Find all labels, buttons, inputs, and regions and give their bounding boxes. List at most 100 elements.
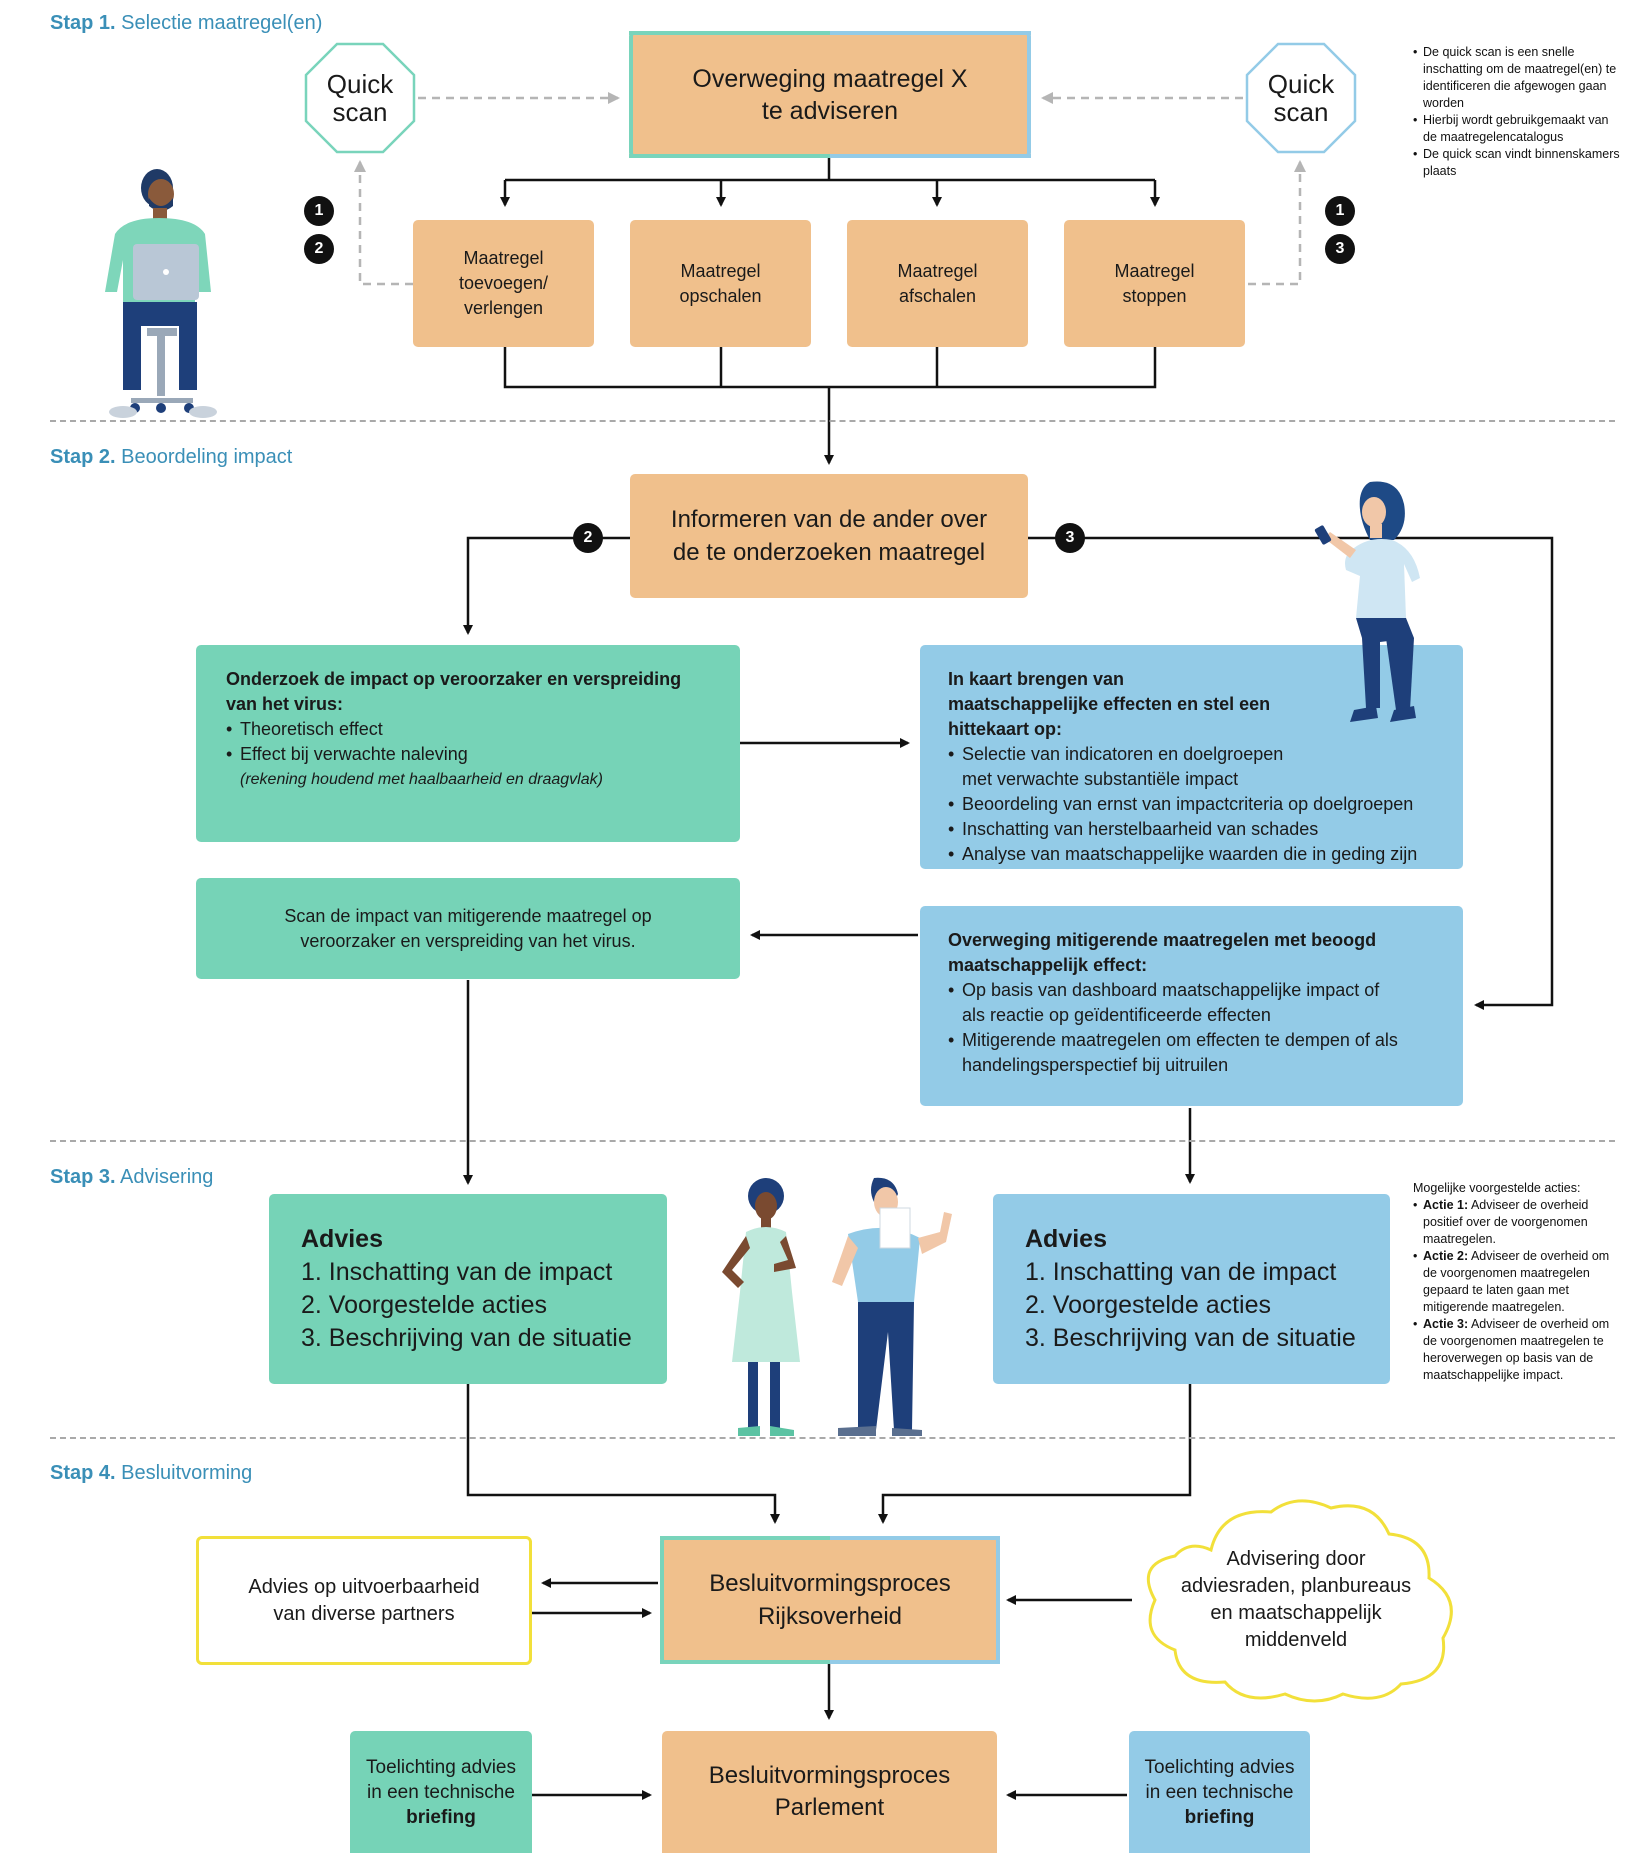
decision-government-box: Besluitvormingsproces Rijksoverheid [660,1536,1000,1664]
option-stop-line-1: Maatregel [1114,260,1195,281]
quick-scan-left-octagon [304,42,416,154]
option-add-extend: Maatregel toevoegen/ verlengen [413,220,594,347]
person-laptop-illustration [105,169,217,418]
quick-scan-right-octagon [1245,42,1357,154]
societal-effects-bullet-2: Beoordeling van ernst van impactcriteria… [948,792,1435,817]
option-scale-down: Maatregel afschalen [847,220,1028,347]
consider-measure-line-2: te adviseren [761,96,899,125]
badge-left-1: 1 [304,196,334,226]
step-4-label: Stap 4. Besluitvorming [50,1462,252,1485]
suggested-action-1-text: Adviseer de overheid positief over de vo… [1423,1198,1589,1246]
advice-right-item-1: 1. Inschatting van de impact [1025,1258,1337,1286]
quick-scan-right-line-2: scan [1273,97,1329,127]
mitigation-virus-scan-box: Scan de impact van mitigerende maatregel… [196,878,740,979]
option-scale-down-line-2: afschalen [898,285,977,306]
quick-scan-left: Quick scan [304,42,416,154]
advice-right-item-2: 2. Voorgestelde acties [1025,1291,1271,1319]
societal-effects-bullet-4: Analyse van maatschappelijke waarden die… [948,842,1435,867]
accent-blue-bottom [830,154,1031,158]
cloud-line-4: middenveld [1244,1629,1348,1651]
inform-other-box: Informeren van de ander over de te onder… [630,474,1028,598]
option-add-line-2: toevoegen/ [458,273,549,293]
technical-briefing-right: Toelichting advies in een technische bri… [1129,1731,1310,1853]
suggested-action-2: Actie 2: Adviseer de overheid om de voor… [1413,1248,1623,1316]
divider-step-1-2 [50,420,1615,422]
mitigation-scan-line-2: veroorzaker en verspreiding van het viru… [300,930,636,951]
accent-green [629,31,830,35]
societal-effects-title: In kaart brengen van maatschappelijke ef… [948,669,1271,739]
quick-scan-note-1: De quick scan is een snelle inschatting … [1413,44,1623,112]
badge-stage2-right: 3 [1055,523,1085,553]
two-people-illustration [722,1177,952,1436]
quick-scan-right: Quick scan [1245,42,1357,154]
decision-parliament-box: Besluitvormingsproces Parlement [662,1731,997,1853]
accent-blue-low [830,1660,1000,1664]
mitigation-scan-line-1: Scan de impact van mitigerende maatregel… [284,905,652,926]
option-scale-up-line-1: Maatregel [680,260,761,281]
quick-scan-note: De quick scan is een snelle inschatting … [1413,44,1623,180]
advice-left-item-3: 3. Beschrijving van de situatie [301,1324,632,1352]
accent-green-top [660,1536,830,1540]
suggested-actions-note: Mogelijke voorgestelde acties: Actie 1: … [1413,1180,1623,1384]
accent-green-low [660,1660,830,1664]
divider-step-3-4 [50,1437,1615,1439]
step-4-title: Besluitvorming [121,1462,253,1484]
suggested-action-3-label: Actie 3: [1423,1317,1469,1331]
accent-green-bottom [629,154,830,158]
briefing-left-line-3: briefing [406,1806,476,1828]
virus-impact-note: (rekening houdend met haalbaarheid en dr… [240,771,603,788]
decision-government-line-1: Besluitvormingsproces [709,1570,951,1597]
option-scale-down-line-1: Maatregel [897,260,978,281]
cloud-line-3: en maatschappelijk [1210,1602,1382,1624]
partners-advice-line-2: van diverse partners [273,1602,455,1625]
step-1-number: Stap 1. [50,12,116,34]
step-1-label: Stap 1. Selectie maatregel(en) [50,12,322,35]
cloud-line-2: adviesraden, planbureaus [1180,1575,1412,1597]
mitigation-bullet-2: Mitigerende maatregelen om effecten te d… [948,1028,1398,1078]
briefing-left-line-1: Toelichting advies [366,1756,516,1778]
virus-impact-bullet-2: Effect bij verwachte naleving [226,742,710,767]
accent-blue [830,31,1031,35]
briefing-right-line-3: briefing [1184,1806,1255,1828]
virus-impact-title: Onderzoek de impact op veroorzaker en ve… [226,669,682,714]
consider-measure-box: Overweging maatregel X te adviseren [629,31,1031,158]
cloud-line-1: Advisering door [1226,1548,1366,1570]
advice-box-right: Advies 1. Inschatting van de impact 2. V… [993,1194,1390,1384]
societal-effects-bullet-1: Selectie van indicatoren en doelgroepen … [948,742,1308,792]
inform-other-line-1: Informeren van de ander over [670,506,988,533]
technical-briefing-left: Toelichting advies in een technische bri… [350,1731,532,1853]
suggested-action-2-text: Adviseer de overheid om de voorgenomen m… [1423,1249,1610,1314]
accent-blue-top [830,1536,1000,1540]
quick-scan-note-3: De quick scan vindt binnenskamers plaats [1413,146,1623,180]
option-scale-up: Maatregel opschalen [630,220,811,347]
societal-effects-box: In kaart brengen van maatschappelijke ef… [920,645,1463,869]
option-add-line-1: Maatregel [463,248,544,268]
badge-stage2-left: 2 [573,523,603,553]
consider-measure-line-1: Overweging maatregel X [692,64,968,93]
suggested-action-1-label: Actie 1: [1423,1198,1469,1212]
decision-government-line-2: Rijksoverheid [757,1603,903,1630]
partners-advice-line-1: Advies op uitvoerbaarheid [248,1575,480,1598]
option-add-line-3: verlengen [463,298,544,318]
advisory-cloud: Advisering door adviesraden, planbureaus… [1155,1540,1437,1660]
option-stop: Maatregel stoppen [1064,220,1245,347]
briefing-right-line-1: Toelichting advies [1144,1756,1295,1778]
mitigation-consideration-box: Overweging mitigerende maatregelen met b… [920,906,1463,1106]
badge-right-1: 1 [1325,196,1355,226]
option-stop-line-2: stoppen [1122,285,1187,306]
step-3-title: Advisering [120,1166,214,1188]
person-phone-illustration [1314,481,1420,722]
suggested-action-3-text: Adviseer de overheid om de voorgenomen m… [1423,1317,1610,1382]
step-2-title: Beoordeling impact [121,446,293,468]
suggested-action-3: Actie 3: Adviseer de overheid om de voor… [1413,1316,1623,1384]
advice-left-item-1: 1. Inschatting van de impact [301,1258,613,1286]
briefing-right-line-2: in een technische [1145,1781,1294,1803]
option-scale-up-line-2: opschalen [679,285,762,306]
badge-left-2: 2 [304,234,334,264]
partners-advice-box: Advies op uitvoerbaarheid van diverse pa… [196,1536,532,1665]
step-3-label: Stap 3. Advisering [50,1166,213,1189]
divider-step-2-3 [50,1140,1615,1142]
quick-scan-left-line-1: Quick [326,69,394,99]
societal-effects-bullet-3: Inschatting van herstelbaarheid van scha… [948,817,1435,842]
inform-other-line-2: de te onderzoeken maatregel [672,539,986,566]
